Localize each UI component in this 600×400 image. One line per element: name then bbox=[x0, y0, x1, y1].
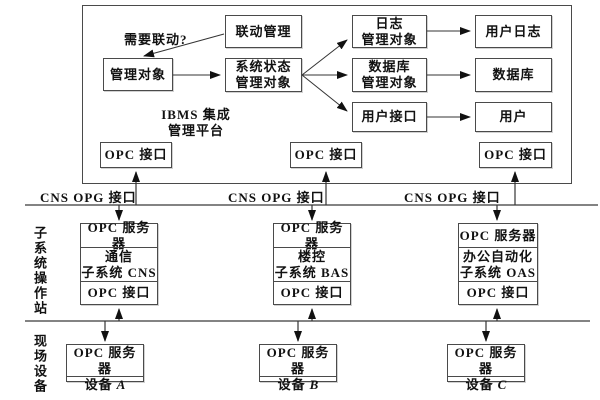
system-state-managed-object-box: 系统状态 管理对象 bbox=[225, 58, 302, 92]
subsystem-opc-server-3: OPC 服务器 bbox=[459, 224, 537, 247]
platform-opc-interface-box-1: OPC 接口 bbox=[100, 142, 172, 168]
database-label: 数据库 bbox=[492, 67, 535, 83]
ibms-platform-frame bbox=[82, 5, 572, 184]
managed-object-box: 管理对象 bbox=[103, 58, 173, 91]
user-label: 用户 bbox=[499, 109, 528, 125]
platform-opc-interface-label-1: OPC 接口 bbox=[104, 147, 168, 163]
subsystem-name-3-line1: 办公自动化 bbox=[462, 248, 533, 264]
subsystem-opc-server-label-2: OPC 服务器 bbox=[280, 219, 344, 251]
subsystem-name-1-line1: 通信 bbox=[104, 248, 133, 264]
platform-opc-interface-box-3: OPC 接口 bbox=[479, 142, 552, 168]
platform-opc-interface-box-2: OPC 接口 bbox=[290, 142, 362, 168]
subsystem-column-bas: OPC 服务器 楼控 子系统 BAS OPC 接口 bbox=[273, 220, 351, 305]
device-name-1: 设备 A bbox=[67, 376, 143, 393]
cns-opg-label-1: CNS OPG 接口 bbox=[40, 190, 137, 205]
user-interface-label: 用户接口 bbox=[361, 109, 418, 125]
system-state-label-line1: 系统状态 bbox=[235, 59, 292, 75]
platform-opc-interface-label-3: OPC 接口 bbox=[484, 147, 547, 163]
cns-opg-label-3: CNS OPG 接口 bbox=[404, 190, 501, 205]
platform-opc-interface-label-2: OPC 接口 bbox=[294, 147, 358, 163]
subsystem-name-1-line2: 子系统 CNS bbox=[81, 264, 157, 280]
user-log-label: 用户日志 bbox=[485, 23, 542, 39]
log-box-line1: 日志 bbox=[375, 15, 404, 31]
cns-opg-label-2: CNS OPG 接口 bbox=[228, 190, 325, 205]
device-id-1: A bbox=[116, 377, 126, 393]
device-opc-server-2: OPC 服务器 bbox=[260, 345, 336, 376]
subsystem-name-2-line2: 子系统 BAS bbox=[274, 264, 350, 280]
subsystem-name-3: 办公自动化 子系统 OAS bbox=[459, 247, 537, 281]
subsystem-opc-interface-label-2: OPC 接口 bbox=[280, 285, 344, 301]
platform-title-line2: 管理平台 bbox=[167, 123, 224, 139]
device-opc-server-label-3: OPC 服务器 bbox=[454, 345, 518, 376]
subsystem-opc-interface-1: OPC 接口 bbox=[81, 281, 157, 304]
device-id-2: B bbox=[309, 377, 319, 393]
device-column-b: OPC 服务器 设备 B bbox=[259, 344, 337, 392]
subsystem-opc-interface-label-1: OPC 接口 bbox=[87, 285, 151, 301]
subsystem-opc-server-1: OPC 服务器 bbox=[81, 220, 157, 251]
field-devices-side-label: 现场设备 bbox=[32, 334, 47, 394]
subsystem-name-2-line1: 楼控 bbox=[297, 248, 326, 264]
subsystem-column-oas: OPC 服务器 办公自动化 子系统 OAS OPC 接口 bbox=[458, 223, 538, 305]
platform-title: IBMS 集成 管理平台 bbox=[146, 107, 246, 140]
subsystem-opc-interface-3: OPC 接口 bbox=[459, 281, 537, 304]
subsystem-station-side-label: 子系统操作站 bbox=[32, 226, 47, 316]
platform-title-line1: IBMS 集成 bbox=[161, 107, 231, 122]
device-name-3: 设备 C bbox=[448, 376, 524, 393]
subsystem-opc-server-label-3: OPC 服务器 bbox=[459, 227, 537, 243]
subsystem-opc-server-2: OPC 服务器 bbox=[274, 220, 350, 251]
need-linkage-question-label: 需要联动? bbox=[124, 32, 188, 47]
device-opc-server-3: OPC 服务器 bbox=[448, 345, 524, 376]
subsystem-name-3-line2: 子系统 OAS bbox=[460, 264, 536, 280]
db-mgmt-line2: 管理对象 bbox=[361, 75, 418, 90]
device-id-3: C bbox=[497, 377, 507, 393]
user-box: 用户 bbox=[475, 102, 552, 132]
subsystem-opc-interface-label-3: OPC 接口 bbox=[466, 285, 530, 301]
managed-object-label: 管理对象 bbox=[109, 66, 166, 82]
log-box-line2: 管理对象 bbox=[361, 31, 418, 47]
linkage-management-box: 联动管理 bbox=[225, 15, 302, 48]
device-prefix-3: 设备 bbox=[465, 377, 494, 393]
linkage-management-label: 联动管理 bbox=[235, 23, 292, 39]
device-opc-server-label-2: OPC 服务器 bbox=[266, 345, 330, 376]
device-column-c: OPC 服务器 设备 C bbox=[447, 344, 525, 392]
subsystem-opc-server-label-1: OPC 服务器 bbox=[87, 219, 151, 251]
database-managed-object-box: 数据库 管理对象 bbox=[352, 58, 427, 92]
user-log-box: 用户日志 bbox=[475, 15, 552, 48]
device-opc-server-1: OPC 服务器 bbox=[67, 345, 143, 376]
log-managed-object-box: 日志 管理对象 bbox=[352, 15, 427, 48]
subsystem-column-cns: OPC 服务器 通信 子系统 CNS OPC 接口 bbox=[80, 220, 158, 305]
subsystem-name-2: 楼控 子系统 BAS bbox=[274, 247, 350, 281]
db-mgmt-line1: 数据库 bbox=[368, 59, 411, 75]
system-state-label-line2: 管理对象 bbox=[235, 75, 292, 90]
user-interface-box: 用户接口 bbox=[352, 102, 427, 132]
device-prefix-2: 设备 bbox=[277, 377, 306, 393]
subsystem-name-1: 通信 子系统 CNS bbox=[81, 247, 157, 281]
database-box: 数据库 bbox=[475, 58, 552, 92]
subsystem-opc-interface-2: OPC 接口 bbox=[274, 281, 350, 304]
device-name-2: 设备 B bbox=[260, 376, 336, 393]
device-column-a: OPC 服务器 设备 A bbox=[66, 344, 144, 392]
device-opc-server-label-1: OPC 服务器 bbox=[73, 345, 137, 376]
device-prefix-1: 设备 bbox=[84, 377, 113, 393]
